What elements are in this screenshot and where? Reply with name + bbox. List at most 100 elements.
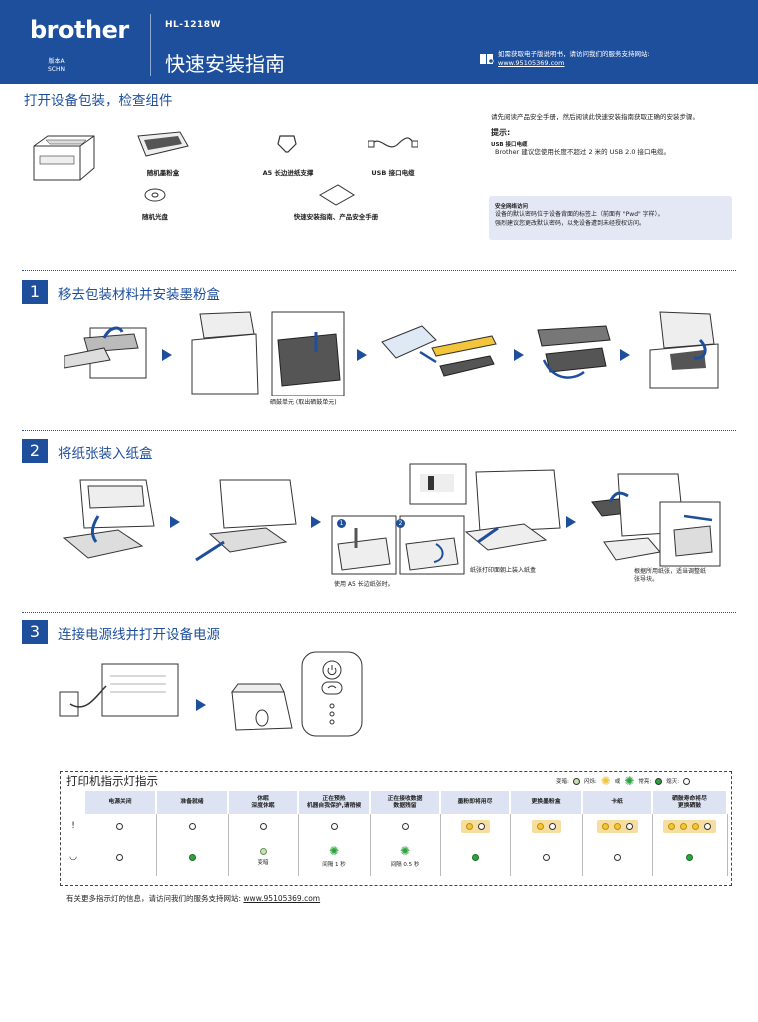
security-line1: 设备的默认密码位于设备背面的标签上（前面有 "Pwd" 字样）。 [495,211,664,218]
step3-power-cord-illustration [56,656,182,728]
security-title: 安全网络访问 [495,204,529,210]
led-amber [465,822,473,830]
led-col-sleep: 休眠深度休眠 [228,791,299,814]
led-dim [259,848,267,855]
led-amber [680,822,687,830]
col-label: 准备就绪 [180,799,204,805]
brand-logo: brother [30,16,129,44]
led-off [477,822,485,830]
version-line: 版本A [48,58,65,65]
led-green [686,853,693,861]
footer-link[interactable]: www.95105369.com [243,894,321,903]
col-label: 墨粉即将用尽 [457,799,493,805]
step-3-number: 3 [22,620,48,644]
led-col-receiving: 正在接收数据数据残留 [370,791,441,814]
legend-on-label: 常亮: [638,779,652,785]
step1-reinsert-illustration [644,310,724,390]
col-label: 机器自我保护,请稍候 [306,802,362,809]
usb-hint-title: USB 接口电缆 [491,142,528,148]
item-usb-label: USB 接口电缆 [371,169,415,177]
led-col-paper-jam: 卡纸 [582,791,653,814]
legend-dim-label: 变暗: [556,779,569,785]
unpack-title: 打开设备包装，检查组件 [24,93,173,109]
led-off [116,822,124,830]
led-cell [228,814,299,838]
led-amber [536,822,544,830]
step2-open-tray-illustration [62,476,160,560]
section-divider [22,430,736,431]
table-row: ◡ 变暗 ✺间隔 1 秒 ✺间隔 0.5 秒 [62,838,728,876]
col-label: 正在预热 [322,795,346,802]
step1-insert-toner-illustration [534,320,614,386]
step3-printer-illustration [224,680,296,736]
led-cell [440,814,511,838]
item-cd-label: 随机光盘 [142,213,168,221]
book-icon [480,54,494,64]
step-2-title: 将纸张装入纸盒 [58,446,153,462]
led-off [116,853,124,861]
usb-cable-icon [368,132,418,156]
step3-arrow [196,699,206,711]
step-3-title: 连接电源线并打开设备电源 [58,627,220,643]
step2-adjust-guide-illustration [588,472,722,568]
led-cell [298,814,371,838]
led-cell [156,814,229,838]
legend-off-label: 熄灭: [666,779,680,785]
item-manual-label: 快速安装指南、产品安全手册 [293,213,379,221]
step2-load-paper-illustration [406,462,564,562]
item-a5-label: A5 长边进纸支撑 [262,169,314,177]
led-amber [668,822,675,830]
warm-sub: 间隔 1 秒 [322,862,346,868]
led-header-blank [62,791,85,814]
legend-or: 或 [614,779,621,785]
step1-arrow [514,349,524,361]
step1-unpack-toner-illustration [380,322,498,388]
led-off [188,822,196,830]
caption-guide-line-2: 张导块。 [634,576,659,583]
footer-text: 有关更多指示灯的信息，请访问我们的服务支持网站: [66,894,244,903]
led-table-frame [60,771,732,886]
error-led-icon: ! [71,821,75,831]
printer-illustration [24,126,100,186]
step3-control-panel-illustration [300,650,364,738]
led-cell [84,838,157,876]
version-code: SCHN [48,66,65,73]
col-label: 数据残留 [393,802,417,809]
step-1-title: 移去包装材料并安装墨粉盒 [58,287,220,303]
led-off [542,853,550,861]
legend-blink-label: 闪烁: [583,779,597,785]
led-col-drum: 硒鼓寿命将尽更换硒鼓 [652,791,728,814]
intro-text: 请先阅读产品安全手册，然后阅读此快速安装指南获取正确的安装步骤。 [491,113,699,121]
step-1-number: 1 [22,280,48,304]
led-amber [692,822,699,830]
header-divider [150,14,151,76]
led-cell [652,814,728,838]
header-band [0,0,758,84]
ebook-link[interactable]: www.95105369.com [498,59,565,67]
led-green [471,853,479,861]
legend-blink-amber-icon: ✺ [600,774,611,788]
col-label: 电源关闭 [108,799,132,805]
cd-icon [144,185,166,205]
amber-blink-group [460,819,490,833]
led-col-toner-low: 墨粉即将用尽 [440,791,511,814]
page-title: 快速安装指南 [165,52,285,76]
version-label: 版本A SCHN [48,58,65,74]
step1-arrow [620,349,630,361]
section-divider [22,270,736,271]
led-off [330,822,338,830]
led-cell [156,838,229,876]
ready-led-icon: ◡ [69,852,77,862]
model-name: HL-1218W [165,20,221,30]
led-off [548,822,556,830]
toner-icon [134,128,192,160]
legend-on-dot [655,777,663,785]
step2-extend-tray-illustration [190,476,300,566]
led-cell: 变暗 [228,838,299,876]
led-off [401,822,409,830]
step2-arrow [311,516,321,528]
led-cell [510,814,583,838]
led-legend: 变暗: 闪烁: ✺ 或 ✺ 常亮: 熄灭: [556,774,691,788]
a5-support-icon [274,132,300,156]
item-toner-label: 随机墨粉盒 [146,169,180,177]
